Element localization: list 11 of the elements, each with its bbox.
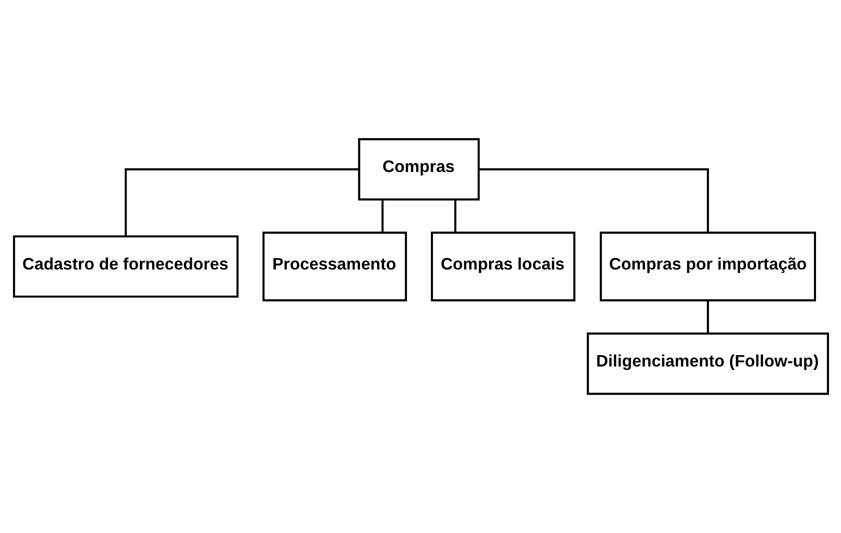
node-box: Diligenciamento (Follow-up) xyxy=(586,332,829,395)
connector xyxy=(124,168,358,236)
connector xyxy=(706,300,708,334)
node-box: Compras xyxy=(358,138,480,200)
node-box: Compras por importação xyxy=(599,232,816,302)
node-box: Compras locais xyxy=(430,232,575,302)
node-box: Cadastro de fornecedores xyxy=(12,235,238,298)
connector xyxy=(454,200,456,233)
connector xyxy=(478,168,708,232)
node-box: Processamento xyxy=(262,232,406,302)
connector xyxy=(381,200,384,233)
